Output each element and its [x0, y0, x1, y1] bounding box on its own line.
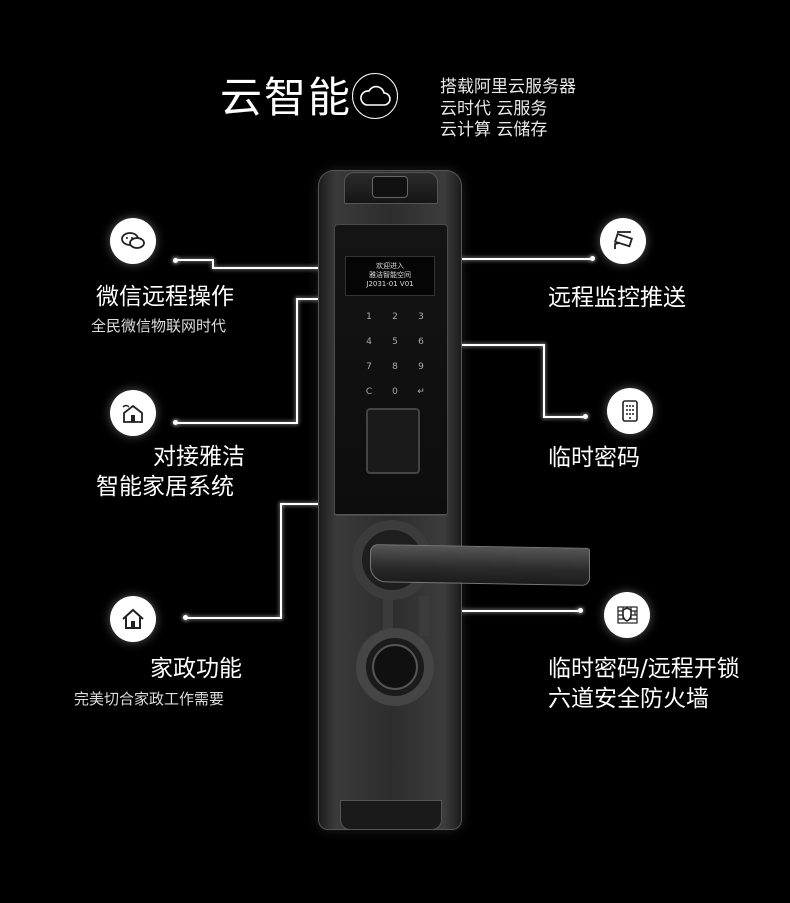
keypad-key: ↵	[417, 387, 425, 397]
wechat-feature-title: 微信远程操作	[96, 284, 234, 310]
header-line-3: 云计算 云储存	[440, 120, 548, 140]
lock-display-screen: 欢迎进入 雅洁智能空间 J2031-01 V01	[345, 256, 435, 296]
handle-linkage	[383, 596, 429, 636]
firewall-shield-icon	[604, 592, 650, 638]
firewall-feature-title-2: 六道安全防火墙	[548, 686, 709, 712]
temp-password-feature-title: 临时密码	[548, 445, 640, 471]
connector-line	[296, 298, 330, 300]
door-handle	[370, 544, 590, 586]
connector-line	[280, 503, 282, 619]
connector-dot	[583, 414, 588, 419]
lock-bottom-cap	[340, 800, 442, 830]
lock-lower-panel	[334, 514, 446, 821]
connector-dot	[590, 256, 595, 261]
wechat-feature-subtitle: 全民微信物联网时代	[91, 317, 227, 335]
keypad-key: 0	[392, 387, 398, 397]
housekeeping-feature-subtitle: 完美切合家政工作需要	[74, 690, 225, 708]
keypad-key: 3	[418, 312, 424, 322]
keypad-key: 2	[392, 312, 398, 322]
house-icon	[110, 596, 156, 642]
screen-line-3: J2031-01 V01	[366, 280, 414, 288]
connector-line	[212, 259, 214, 268]
keypad-key: C	[365, 387, 373, 397]
firewall-feature-title-1: 临时密码/远程开锁	[548, 656, 740, 682]
connector-line	[185, 617, 282, 619]
screen-line-2: 雅洁智能空间	[369, 271, 411, 279]
page-title: 云智能	[220, 73, 353, 122]
connector-line	[460, 344, 545, 346]
connector-line	[460, 610, 580, 612]
connector-line	[460, 258, 592, 260]
smart-home-feature-title-1: 对接雅洁	[153, 444, 245, 470]
keyhole	[372, 644, 418, 690]
connector-dot	[578, 608, 583, 613]
monitor-feature-title: 远程监控推送	[548, 285, 686, 311]
keypad-key: 5	[392, 337, 398, 347]
connector-line	[175, 422, 297, 424]
camera-icon	[600, 218, 646, 264]
housekeeping-feature-title: 家政功能	[150, 656, 242, 682]
keypad-key: 1	[366, 312, 372, 322]
connector-line	[543, 416, 585, 418]
connector-line	[175, 259, 213, 261]
lock-top-latch	[372, 176, 408, 198]
keypad-icon	[607, 388, 653, 434]
keypad-key: 7	[366, 362, 372, 372]
connector-line	[296, 298, 298, 424]
screen-line-1: 欢迎进入	[376, 262, 404, 270]
keypad-key: 9	[418, 362, 424, 372]
smart-home-feature-title-2: 智能家居系统	[96, 474, 234, 500]
connector-line	[543, 344, 545, 418]
header-line-1: 搭载阿里云服务器	[440, 77, 576, 97]
keypad-key: 6	[418, 337, 424, 347]
smart-home-icon	[110, 390, 156, 436]
wechat-icon	[110, 218, 156, 264]
connector-line	[280, 503, 330, 505]
header-line-2: 云时代 云服务	[440, 99, 548, 119]
keypad-key: 4	[366, 337, 372, 347]
cloud-icon	[352, 73, 398, 119]
fingerprint-sensor	[366, 408, 420, 474]
connector-line	[212, 267, 330, 269]
keypad-key: 8	[392, 362, 398, 372]
